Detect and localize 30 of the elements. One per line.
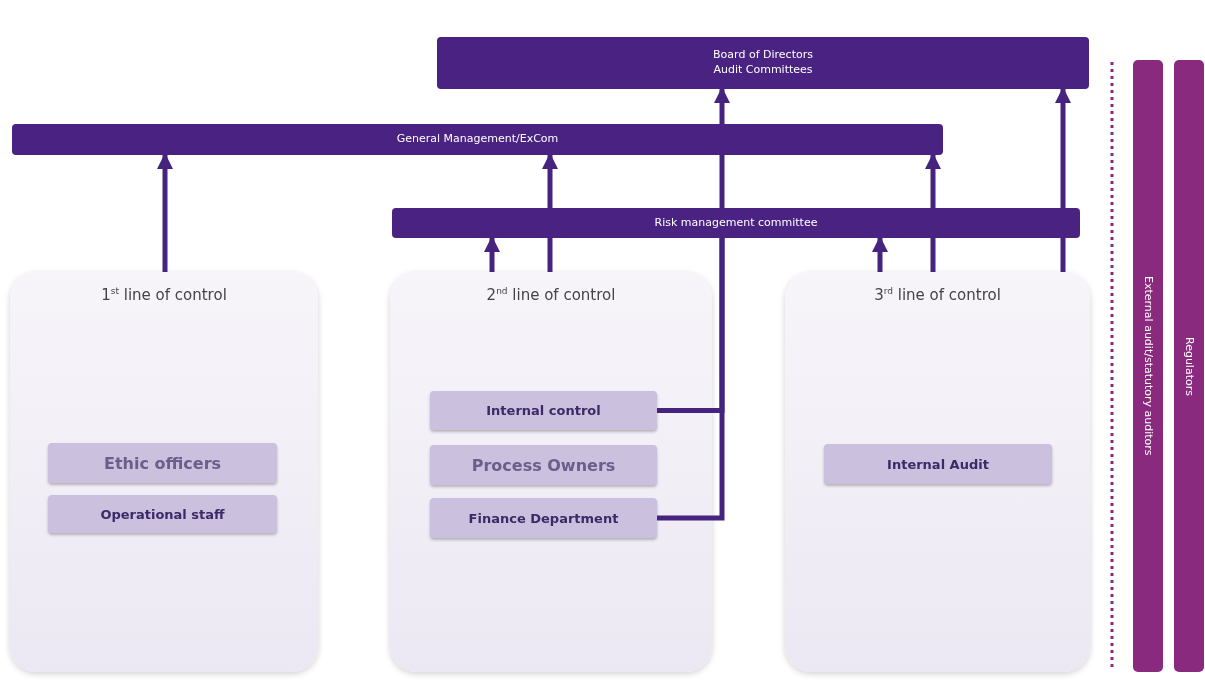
arrow <box>714 87 730 124</box>
role-box: Internal Audit <box>824 444 1052 484</box>
control-panel <box>785 272 1090 672</box>
role-box: Ethic officers <box>48 443 277 483</box>
bar-label: Audit Committees <box>713 63 813 78</box>
role-box: Finance Department <box>430 498 657 538</box>
arrow <box>1055 87 1071 208</box>
arrow <box>925 153 941 208</box>
bar-label: Regulators <box>1182 336 1196 396</box>
management-bar <box>12 124 943 155</box>
arrow <box>157 153 173 272</box>
arrow <box>872 236 888 272</box>
panel-heading: 1$^{st}$ line of control <box>100 286 228 304</box>
panel-heading: 2$^{nd}$ line of control <box>485 286 617 304</box>
control-panel <box>390 272 712 672</box>
bar-label: Risk management committee <box>654 215 818 231</box>
role-box: Process Owners <box>430 445 657 485</box>
auditor-bar <box>1133 60 1163 672</box>
role-box: Operational staff <box>48 495 277 533</box>
control-panel <box>10 272 318 672</box>
regulator-bar <box>1174 60 1204 672</box>
bar-label: Board of Directors <box>713 48 813 63</box>
bar-label: General Management/ExCom <box>396 132 559 147</box>
role-box: Internal control <box>430 391 657 430</box>
board-bar <box>437 37 1089 89</box>
panel-heading: 3$^{rd}$ line of control <box>873 286 1002 304</box>
bar-label: External audit/statutory auditors <box>1141 276 1155 456</box>
committee-bar <box>392 208 1080 238</box>
arrow <box>484 236 500 272</box>
arrow <box>542 153 558 208</box>
